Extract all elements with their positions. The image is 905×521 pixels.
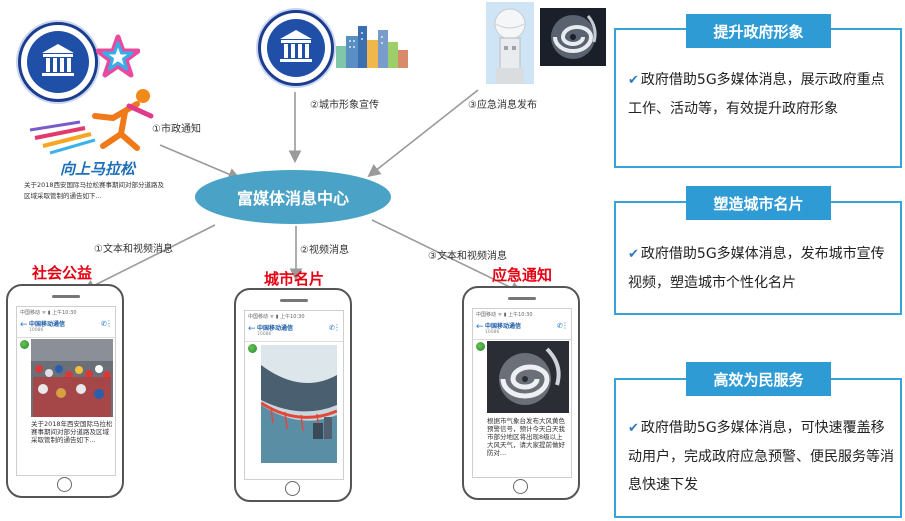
phone-call-icon[interactable]: ✆ [329,324,335,332]
phone-screen: 中国移动 ᯤ ▮ 上午10:30 ← 中国移动通信 10086 ✆ ⋮ 关于20… [16,306,116,476]
check-icon: ✔ [628,247,639,262]
panel-government-image [614,28,902,168]
china-mobile-logo-icon [476,342,485,351]
message-text: 根据市气象台发布大风黄色预警信号，预计今天白天我市部分地区将出现8级以上大风天气… [487,417,565,457]
message-header: ← 中国移动通信 10086 ✆ ⋮ [17,317,115,338]
home-button[interactable] [285,481,300,496]
phone-city: 中国移动 ᯤ ▮ 上午10:30 ← 中国移动通信 10086 ✆ ⋮ [234,288,352,502]
arrow-output-3 [371,219,523,294]
panel-city-card [614,201,902,315]
sender-number: 10086 [29,328,44,333]
arrow-input-1 [159,144,241,181]
more-icon[interactable]: ⋮ [561,321,569,330]
marathon-photo [31,339,113,417]
marathon-caption: 关于2018西安国际马拉松赛事期间对部分道路及区域采取管制的通告如下... [24,181,165,200]
runner-icon [29,89,154,155]
phone-heading-social: 社会公益 [32,264,93,282]
city-bridge-video[interactable] [261,345,337,463]
input-label-3: ③应急消息发布 [468,100,537,111]
panel-text-citizen-service: ✔政府借助5G多媒体消息，可快速覆盖移动用户，完成政府应急预警、便民服务等消息快… [628,414,894,499]
phone-emergency: 中国移动 ᯤ ▮ 上午10:30 ← 中国移动通信 10086 ✆ ⋮ 根据市气… [462,286,580,500]
panel-text: 政府借助5G多媒体消息，发布城市宣传视频，塑造城市个性化名片 [628,246,885,291]
output-label-2: ②视频消息 [300,245,349,256]
message-text: 关于2018年西安国际马拉松赛事期间对部分道路及区域采取管制的通告如下... [31,420,113,444]
typhoon-satellite-icon [540,8,606,66]
sender-name: 中国移动通信 [29,321,66,328]
input-label-2: ②城市形象宣传 [310,100,379,111]
back-arrow-icon[interactable]: ← [476,322,484,332]
city-skyline-icon [336,26,408,68]
panel-title-government-image: 提升政府形象 [686,14,831,48]
sender-name: 中国移动通信 [485,323,522,330]
output-label-1: ①文本和视频消息 [94,244,173,255]
china-mobile-logo-icon [20,340,29,349]
phone-heading-city: 城市名片 [264,270,325,288]
panel-text-government-image: ✔政府借助5G多媒体消息，展示政府重点工作、活动等，有效提升政府形象 [628,66,894,123]
back-arrow-icon[interactable]: ← [248,324,256,334]
panel-title-citizen-service: 高效为民服务 [686,362,831,396]
sender-number: 10086 [257,332,272,337]
more-icon[interactable]: ⋮ [105,319,113,328]
input-label-1: ①市政通知 [152,124,201,135]
sender-name: 中国移动通信 [257,325,294,332]
radar-tower-icon [486,2,534,84]
china-mobile-logo-icon [248,344,257,353]
government-building-icon [18,22,98,102]
check-icon: ✔ [628,421,639,436]
home-button[interactable] [513,479,528,494]
check-icon: ✔ [628,73,639,88]
phone-screen: 中国移动 ᯤ ▮ 上午10:30 ← 中国移动通信 10086 ✆ ⋮ [244,310,344,480]
message-header: ← 中国移动通信 10086 ✆ ⋮ [245,321,343,342]
panel-text: 政府借助5G多媒体消息，展示政府重点工作、活动等，有效提升政府形象 [628,72,885,117]
arrow-input-3 [367,89,479,177]
panel-text: 政府借助5G多媒体消息，可快速覆盖移动用户，完成政府应急预警、便民服务等消息快速… [628,420,894,493]
arrow-output-1 [82,224,216,292]
phone-call-icon[interactable]: ✆ [101,320,107,328]
phone-social: 中国移动 ᯤ ▮ 上午10:30 ← 中国移动通信 10086 ✆ ⋮ 关于20… [6,284,124,498]
panel-title-city-card: 塑造城市名片 [686,186,831,220]
status-bar: 中国移动 ᯤ ▮ 上午10:30 [476,312,533,318]
sender-number: 10086 [485,330,500,335]
rich-media-message-center: 富媒体消息中心 [195,170,391,224]
government-building-icon [258,10,334,86]
more-icon[interactable]: ⋮ [333,323,341,332]
phone-screen: 中国移动 ᯤ ▮ 上午10:30 ← 中国移动通信 10086 ✆ ⋮ 根据市气… [472,308,572,478]
panel-citizen-service [614,378,902,518]
status-bar: 中国移动 ᯤ ▮ 上午10:30 [248,314,305,320]
home-button[interactable] [57,477,72,492]
star-icon [96,34,140,78]
panel-text-city-card: ✔政府借助5G多媒体消息，发布城市宣传视频，塑造城市个性化名片 [628,240,894,297]
typhoon-image [487,341,569,413]
status-bar: 中国移动 ᯤ ▮ 上午10:30 [20,310,77,316]
back-arrow-icon[interactable]: ← [20,320,28,330]
phone-heading-emergency: 应急通知 [492,266,553,284]
message-header: ← 中国移动通信 10086 ✆ ⋮ [473,319,571,340]
marathon-logo-text: 向上马拉松 [60,160,136,178]
phone-call-icon[interactable]: ✆ [557,322,563,330]
output-label-3: ③文本和视频消息 [428,251,507,262]
